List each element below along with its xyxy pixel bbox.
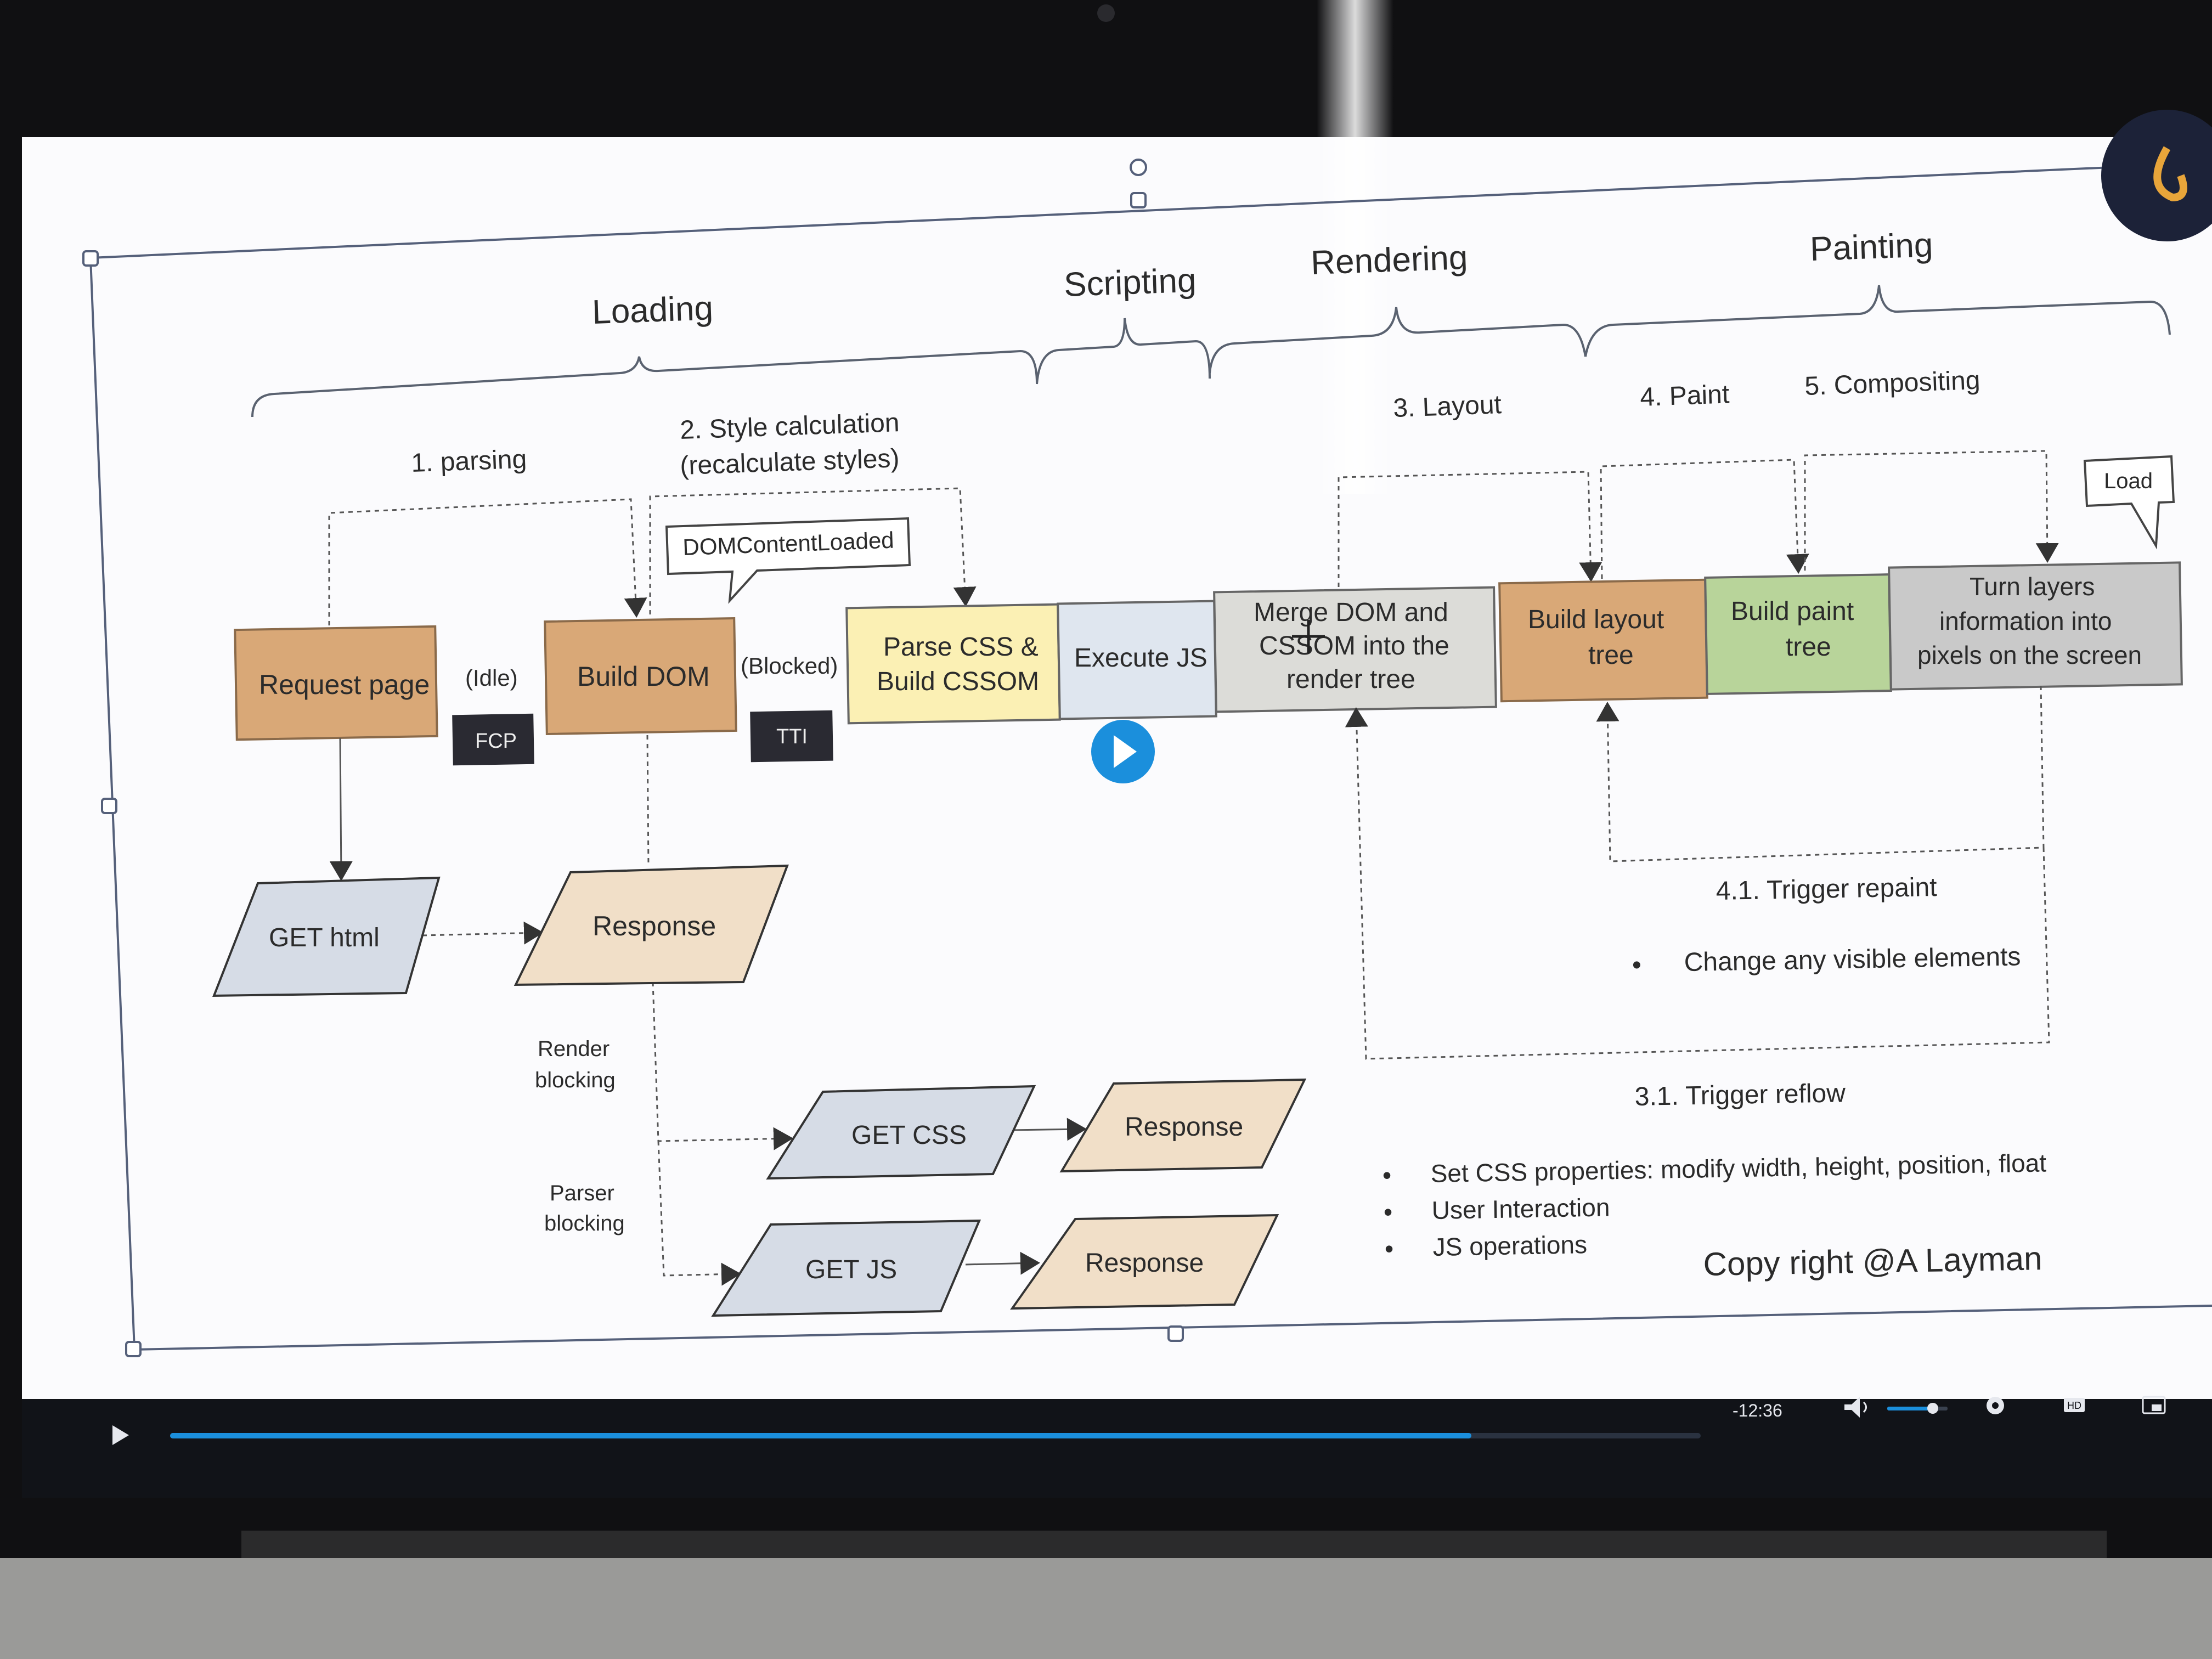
resize-handle[interactable]: [125, 1341, 142, 1357]
copyright-text: Copy right @A Layman: [1703, 1240, 2042, 1283]
box-build-paint-tree: Build paint tree: [1704, 573, 1892, 695]
phase-braces: [251, 285, 2171, 417]
svg-text:Response: Response: [1085, 1249, 1204, 1278]
repaint-bullet-text: Change any visible elements: [1684, 942, 2021, 977]
label-idle: (Idle): [465, 665, 518, 691]
svg-text:Turn layers: Turn layers: [1970, 572, 2095, 601]
svg-text:•: •: [1384, 1198, 1392, 1226]
volume-knob[interactable]: [1927, 1403, 1938, 1414]
parallelogram-response-js: Response: [1010, 1214, 1279, 1310]
svg-text:Merge DOM and: Merge DOM and: [1254, 598, 1448, 627]
resize-handle[interactable]: [101, 798, 117, 814]
label-parser-blocking: Parser: [550, 1181, 614, 1205]
svg-text:tree: tree: [1786, 633, 1831, 662]
callout-load: Load: [2083, 455, 2175, 550]
phase-loading: Loading: [591, 289, 714, 331]
label-render-blocking: Render: [538, 1037, 610, 1061]
hd-quality-button[interactable]: HD: [2064, 1398, 2085, 1412]
step-style-calc: 2. Style calculation: [680, 408, 900, 445]
video-player-bar: [22, 1399, 2212, 1498]
phase-painting: Painting: [1809, 226, 1933, 268]
svg-text:tree: tree: [1588, 641, 1634, 670]
repaint-bullet: •: [1632, 951, 1641, 980]
label-blocked: (Blocked): [741, 653, 838, 679]
box-turn-layers: Turn layers information into pixels on t…: [1888, 561, 2183, 691]
play-pause-button[interactable]: [112, 1425, 129, 1445]
label-render-blocking-2: blocking: [535, 1068, 616, 1092]
svg-text:Load: Load: [2104, 469, 2153, 493]
slide-area: [22, 0, 2212, 1399]
repaint-title: 4.1. Trigger repaint: [1716, 873, 1937, 906]
phase-scripting: Scripting: [1063, 262, 1197, 304]
play-overlay-button[interactable]: [1091, 720, 1155, 783]
svg-text:Execute JS: Execute JS: [1074, 644, 1207, 673]
dotted-connectors: [328, 450, 2059, 625]
laptop-base: [0, 1558, 2212, 1659]
reflow-bullet-3: JS operations: [1432, 1230, 1587, 1261]
svg-text:Build CSSOM: Build CSSOM: [877, 667, 1039, 696]
svg-text:Build DOM: Build DOM: [577, 661, 710, 692]
svg-text:information into: information into: [1939, 607, 2112, 635]
box-build-dom: Build DOM: [544, 617, 737, 736]
rotate-handle[interactable]: [1130, 159, 1147, 176]
parallelogram-get-js: GET JS: [711, 1219, 981, 1317]
webcam: [1097, 4, 1115, 22]
player-controls: -12:36 HD: [112, 1396, 2166, 1445]
volume-icon[interactable]: [1844, 1397, 1867, 1418]
parallelogram-response-css: Response: [1059, 1078, 1307, 1173]
svg-text:•: •: [1385, 1234, 1393, 1263]
step-compositing: 5. Compositing: [1804, 366, 1981, 401]
box-parse-css: Parse CSS & Build CSSOM: [845, 603, 1061, 725]
resize-handle[interactable]: [82, 250, 99, 267]
reflow-bullet-1: Set CSS properties: modify width, height…: [1430, 1148, 2046, 1188]
channel-logo: [2101, 110, 2212, 241]
reflow-title: 3.1. Trigger reflow: [1634, 1079, 1846, 1111]
volume-fill: [1887, 1407, 1933, 1410]
resize-handle[interactable]: [1130, 192, 1147, 208]
badge-tti: TTI: [750, 710, 833, 763]
box-build-layout-tree: Build layout tree: [1498, 578, 1708, 703]
network-connectors: [329, 735, 1087, 1286]
svg-text:HD: HD: [2067, 1400, 2081, 1411]
box-request-page: Request page: [234, 625, 438, 741]
svg-text:Parse CSS &: Parse CSS &: [883, 633, 1039, 662]
step-layout: 3. Layout: [1393, 390, 1502, 423]
svg-text:pixels on the screen: pixels on the screen: [1917, 641, 2142, 669]
badge-fcp: FCP: [452, 713, 534, 766]
step-paint: 4. Paint: [1640, 380, 1730, 412]
svg-text:FCP: FCP: [475, 730, 517, 753]
label-parser-blocking-2: blocking: [544, 1211, 625, 1235]
svg-text:Request page: Request page: [259, 669, 430, 700]
progress-fill: [170, 1433, 1471, 1438]
box-merge-render-tree: Merge DOM and CSSOM into the render tree: [1213, 586, 1497, 713]
phase-rendering: Rendering: [1310, 239, 1468, 282]
svg-text:CSSOM into the: CSSOM into the: [1259, 631, 1449, 661]
reflow-bullet-2: User Interaction: [1431, 1193, 1610, 1224]
step-style-calc-sub: (recalculate styles): [680, 444, 900, 481]
step-parsing: 1. parsing: [411, 445, 528, 478]
parallelogram-get-html: GET html: [212, 876, 441, 997]
move-cursor-icon: [1292, 620, 1325, 653]
svg-text:Build layout: Build layout: [1528, 605, 1664, 634]
svg-text:GET CSS: GET CSS: [851, 1121, 967, 1150]
svg-text:Build paint: Build paint: [1731, 597, 1854, 626]
box-execute-js: Execute JS: [1057, 600, 1217, 720]
reflow-repaint-loops: [1345, 685, 2050, 1060]
svg-text:Response: Response: [592, 911, 716, 941]
parallelogram-response-html: Response: [514, 864, 789, 986]
picture-in-picture-icon[interactable]: [2142, 1396, 2166, 1414]
svg-text:TTI: TTI: [776, 725, 808, 748]
svg-text:•: •: [1383, 1161, 1391, 1189]
resize-handle[interactable]: [1167, 1325, 1184, 1342]
callout-domcontentloaded: DOMContentLoaded: [665, 517, 911, 604]
parallelogram-get-css: GET CSS: [766, 1085, 1036, 1180]
svg-text:GET JS: GET JS: [805, 1255, 897, 1284]
settings-gear-icon[interactable]: [1987, 1397, 2004, 1414]
svg-text:render tree: render tree: [1286, 665, 1415, 694]
svg-text:GET html: GET html: [269, 923, 380, 952]
svg-text:Response: Response: [1125, 1113, 1243, 1142]
time-remaining: -12:36: [1733, 1401, 1782, 1420]
